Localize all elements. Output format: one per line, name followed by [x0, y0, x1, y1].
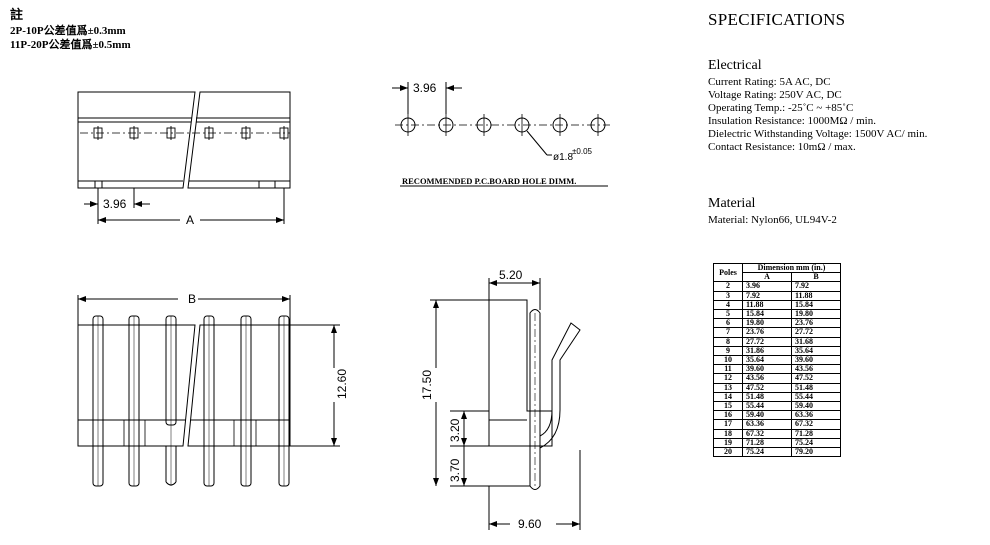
notes-line-1: 2P-10P公差值爲±0.3mm — [10, 25, 126, 37]
dim-b-cell: 79.20 — [791, 447, 841, 458]
spec-insulation: Insulation Resistance: 1000MΩ / min. — [708, 115, 876, 127]
electrical-list: Current Rating: 5A AC, DC Voltage Rating… — [708, 76, 927, 154]
table-header-row: Poles Dimension mm (in.) — [713, 262, 841, 283]
table-subheader-row: A B — [714, 272, 841, 283]
side-top-width-label: 5.20 — [499, 268, 523, 282]
hole-pattern — [392, 82, 610, 187]
hole-pitch-label: 3.96 — [413, 81, 437, 95]
dimension-group-header: Dimension mm (in.) — [742, 262, 841, 274]
dim-b-cell: 67.32 — [791, 419, 841, 430]
hole-dia-label: ø1.8 — [553, 152, 573, 163]
poles-cell: 20 — [713, 447, 743, 458]
poles-cell: 7 — [713, 327, 743, 338]
top-pitch-label: 3.96 — [103, 197, 127, 211]
poles-cell: 2 — [713, 281, 743, 292]
poles-cell: 13 — [713, 382, 743, 393]
dim-b-label: B — [188, 292, 196, 306]
spec-contact: Contact Resistance: 10mΩ / max. — [708, 141, 856, 153]
poles-cell: 3 — [713, 290, 743, 301]
hole-tol-label: ±0.05 — [572, 147, 593, 156]
dim-a-cell: 67.32 — [742, 428, 792, 439]
dim-a-cell: 47.52 — [742, 382, 792, 393]
side-lower-height-label: 3.70 — [448, 458, 462, 482]
poles-cell: 18 — [713, 428, 743, 439]
dim-b-cell: 71.28 — [791, 428, 841, 439]
electrical-heading: Electrical — [708, 58, 762, 73]
spec-dielectric: Dielectric Withstanding Voltage: 1500V A… — [708, 128, 928, 140]
dim-b-cell: 31.68 — [791, 336, 841, 347]
dim-a-label: A — [186, 213, 194, 227]
top-view — [77, 91, 291, 224]
material-heading: Material — [708, 196, 756, 211]
dim-a-cell: 23.76 — [742, 327, 792, 338]
specs-title: SPECIFICATIONS — [708, 10, 846, 29]
front-height-label: 12.60 — [335, 369, 349, 399]
side-total-height-label: 17.50 — [420, 370, 434, 400]
front-view — [77, 295, 340, 487]
spec-temp: Operating Temp.: -25˚C ~ +85˚C — [708, 102, 854, 114]
material-line: Material: Nylon66, UL94V-2 — [708, 214, 837, 226]
side-mid-height-label: 3.20 — [448, 418, 462, 442]
hole-caption: RECOMMENDED P.C.BOARD HOLE DIMM. — [402, 176, 576, 186]
dim-b-cell: 7.92 — [791, 281, 841, 292]
side-view — [430, 278, 581, 530]
side-bottom-width-label: 9.60 — [518, 517, 542, 531]
dim-a-cell: 3.96 — [742, 281, 792, 292]
dim-a-cell: 7.92 — [742, 290, 792, 301]
notes-title: 註 — [10, 7, 24, 22]
poles-cell: 12 — [713, 373, 743, 384]
dim-a-cell: 27.72 — [742, 336, 792, 347]
dim-b-cell: 47.52 — [791, 373, 841, 384]
connector-drawing: 3.96 A 3.96 ø1.8 ±0.05 RECOMMENDED P.C.B… — [77, 81, 610, 531]
spec-voltage: Voltage Rating: 250V AC, DC — [708, 89, 842, 101]
col-b-header: B — [791, 272, 841, 283]
dim-a-cell: 43.56 — [742, 373, 792, 384]
poles-cell: 8 — [713, 336, 743, 347]
poles-header: Poles — [713, 262, 743, 283]
dim-b-cell: 11.88 — [791, 290, 841, 301]
dim-b-cell: 51.48 — [791, 382, 841, 393]
notes-line-2: 11P-20P公差值爲±0.5mm — [10, 39, 131, 51]
dim-a-cell: 75.24 — [742, 447, 792, 458]
dim-a-cell: 63.36 — [742, 419, 792, 430]
spec-current: Current Rating: 5A AC, DC — [708, 76, 831, 88]
poles-cell: 17 — [713, 419, 743, 430]
dim-b-cell: 27.72 — [791, 327, 841, 338]
